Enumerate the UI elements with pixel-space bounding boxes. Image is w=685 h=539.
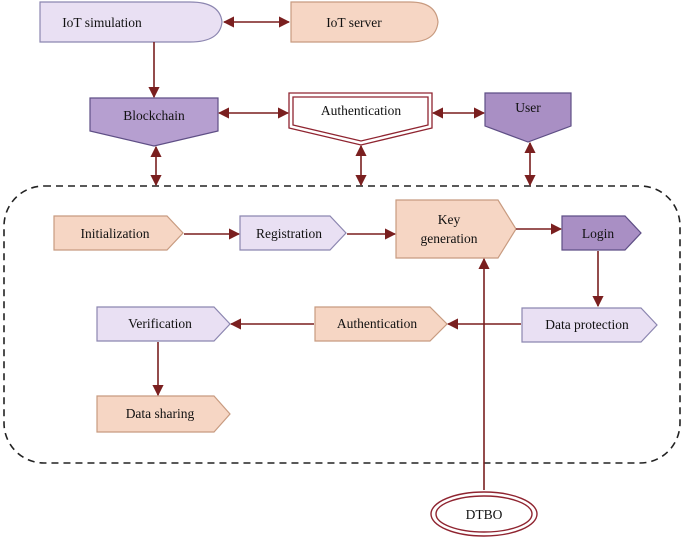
data-sharing-label: Data sharing: [126, 406, 195, 421]
user-label: User: [515, 100, 541, 115]
registration-step: Registration: [239, 215, 347, 251]
blockchain-node: Blockchain: [89, 97, 219, 147]
data-protection-step: Data protection: [521, 307, 658, 343]
dtbo-label: DTBO: [466, 507, 503, 522]
authentication-step: Authentication: [314, 306, 448, 342]
initialization-label: Initialization: [81, 226, 150, 241]
verification-label: Verification: [128, 316, 192, 331]
iot-server-node: IoT server: [290, 1, 439, 43]
registration-label: Registration: [256, 226, 322, 241]
authentication-top-node: Authentication: [288, 92, 433, 146]
iot-simulation-label: IoT simulation: [62, 15, 142, 30]
iot-server-label: IoT server: [326, 15, 382, 30]
login-step: Login: [561, 215, 642, 251]
authentication-step-label: Authentication: [337, 316, 417, 331]
key-generation-step: Key generation: [395, 199, 517, 259]
blockchain-label: Blockchain: [123, 108, 185, 123]
key-generation-label-line1: Key: [438, 212, 461, 227]
process-container: [3, 185, 681, 464]
key-generation-label-line2: generation: [421, 231, 478, 246]
user-node: User: [484, 92, 572, 143]
initialization-step: Initialization: [53, 215, 184, 251]
data-sharing-step: Data sharing: [96, 395, 231, 433]
verification-step: Verification: [96, 306, 231, 342]
data-protection-label: Data protection: [545, 317, 629, 332]
dtbo-node: DTBO: [430, 491, 538, 537]
login-label: Login: [582, 226, 614, 241]
iot-simulation-node: IoT simulation: [39, 1, 223, 43]
authentication-top-label: Authentication: [321, 103, 401, 118]
